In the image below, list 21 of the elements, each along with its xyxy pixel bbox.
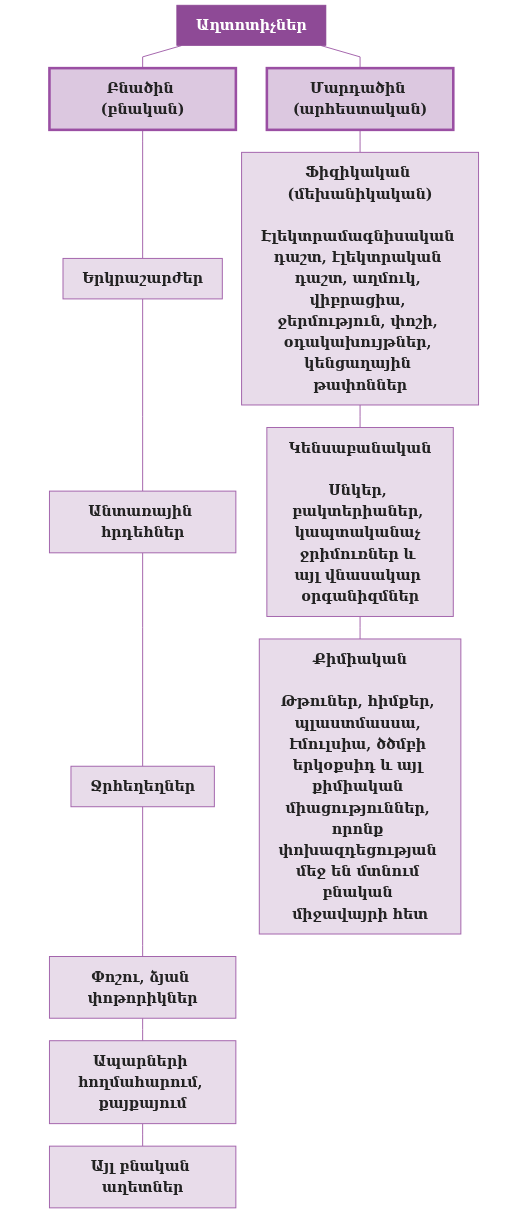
connector [142, 1123, 144, 1147]
connector [142, 129, 144, 259]
node-box: Բնածին (բնական) [48, 66, 238, 132]
node-box: Քիմիական Թթուներ, հիմքեր, պլաստմասսա, էմուլսիա, ծծմբի երկօքսիդ և այլ քիմիական միացություններ, որոնք փոխազդեցության մեջ են մտնում բնական միջավայրի հետ [258, 638, 462, 935]
node-box: Երկրաշարժեր [62, 257, 223, 300]
connector [142, 552, 144, 767]
node-box: Աղտոտիչներ [176, 4, 327, 46]
node-box: Մարդածին (արհեստական) [265, 66, 455, 132]
node-box: Փոշու, ձյան փոթորիկներ [48, 956, 237, 1019]
node-box: Ջրհեղեղներ [70, 765, 215, 808]
node-box: Կենսաբանական Սնկեր, բակտերիաներ, կապտականաչ ջրիմուռներ և այլ վնասակար օրգանիզմներ [266, 427, 454, 617]
connector [359, 616, 361, 640]
node-box: Այլ բնական աղետներ [48, 1145, 237, 1209]
node-box: Ֆիզիկական (մեխանիկական) Էլեկտրամագնիսական դաշտ, էլեկտրական դաշտ, աղմուկ, վիբրացիա, ջերմություն, փոշի, օդակախույթներ, կենցաղային թափոններ [241, 151, 480, 406]
node-box: Ապարների հողմահարում, քայքայում [48, 1040, 237, 1125]
connector [359, 404, 361, 428]
node-box: Անտառային հրդեհներ [48, 490, 237, 554]
connector [142, 1017, 144, 1042]
connector [359, 129, 361, 153]
connector [142, 298, 144, 492]
connector [142, 806, 144, 957]
